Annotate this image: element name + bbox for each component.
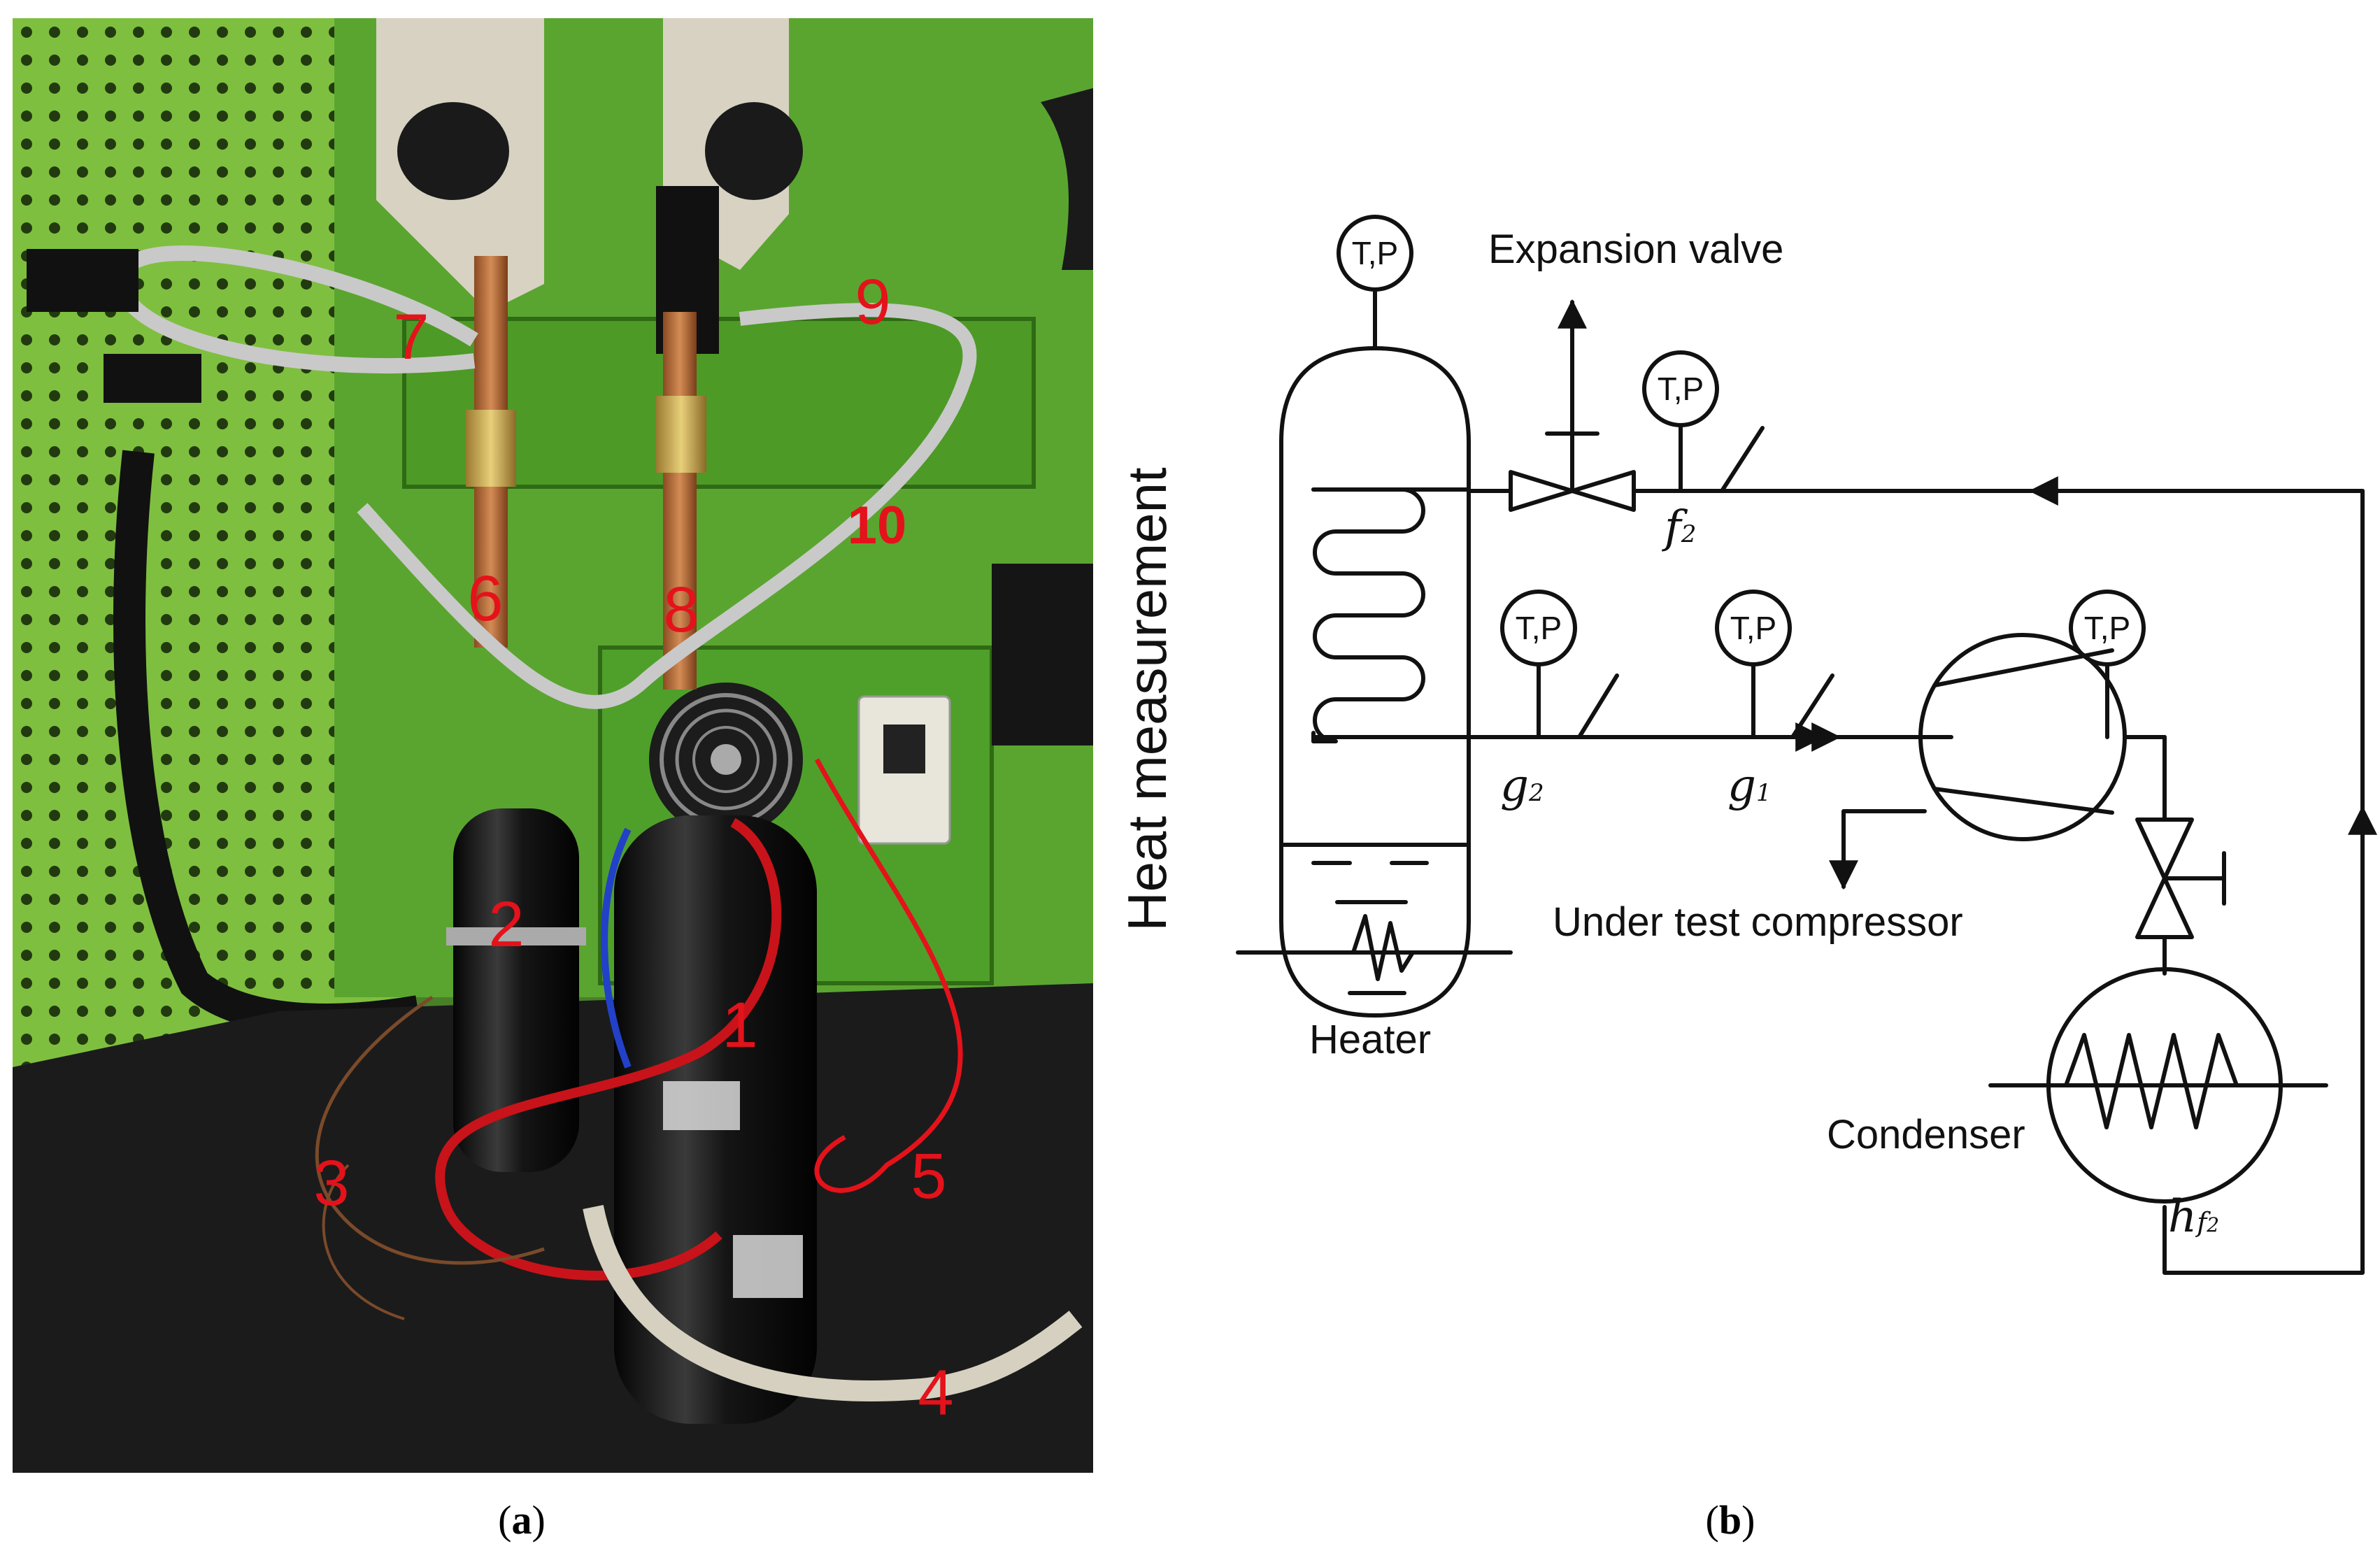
label-8-discharge-pipe: 8 [663, 574, 699, 645]
label-5-wire: 5 [911, 1141, 947, 1212]
label-4-power-cable: 4 [918, 1357, 954, 1429]
tp-label-g1: T,P [1730, 610, 1777, 646]
tp-label-g2: T,P [1515, 610, 1562, 646]
point-hf2-label: hf2 [2168, 1191, 2220, 1243]
photo-panel-a: 1 2 3 4 5 6 7 8 9 10 [13, 18, 1093, 1473]
refrigeration-schematic [1236, 215, 2377, 1275]
heat-measurement-vessel [1279, 346, 1471, 1018]
label-7-fitting: 7 [393, 301, 429, 373]
photo-illustration [13, 18, 1093, 1473]
under-test-compressor-label: Under test compressor [1553, 899, 1963, 945]
discharge-valve [2135, 818, 2194, 880]
label-9-fitting: 9 [855, 266, 891, 338]
label-1-compressor: 1 [722, 990, 758, 1061]
condenser-label: Condenser [1827, 1112, 2025, 1157]
point-f2-label: f2 [1665, 501, 1697, 553]
tp-gauge-vessel [1337, 215, 1413, 292]
heat-exchange-coil [1311, 487, 1425, 743]
heat-measurement-label: Heat measurement [1116, 467, 1178, 932]
tp-gauge-g2 [1500, 590, 1577, 666]
tp-gauge-g1 [1715, 590, 1792, 666]
point-g1-label: g1 [1727, 760, 1772, 812]
caption-b: (b) [1705, 1497, 1755, 1543]
tp-gauge-discharge [2069, 590, 2146, 666]
label-3-thermocouple: 3 [313, 1148, 350, 1219]
caption-a: (a) [498, 1497, 546, 1543]
power-cable-4 [583, 1205, 1083, 1401]
label-6-suction-pipe: 6 [467, 563, 504, 634]
accumulator-2 [453, 808, 579, 1172]
point-g2-label: g2 [1500, 760, 1544, 812]
heater-label: Heater [1309, 1017, 1432, 1062]
tp-label-vessel: T,P [1351, 235, 1399, 271]
expansion-valve [1509, 470, 1574, 512]
label-2-accumulator: 2 [488, 889, 525, 960]
floor [13, 983, 1093, 1473]
expansion-valve-label: Expansion valve [1488, 227, 1784, 272]
schematic-panel-b: Heat measurement Expansion valve Under t… [1116, 0, 2380, 1476]
label-10-hose: 10 [847, 496, 907, 555]
tp-gauge-f2 [1642, 350, 1719, 427]
tp-label-f2: T,P [1657, 371, 1704, 407]
copper-pipe-8 [663, 312, 697, 690]
tp-label-discharge: T,P [2083, 610, 2131, 646]
